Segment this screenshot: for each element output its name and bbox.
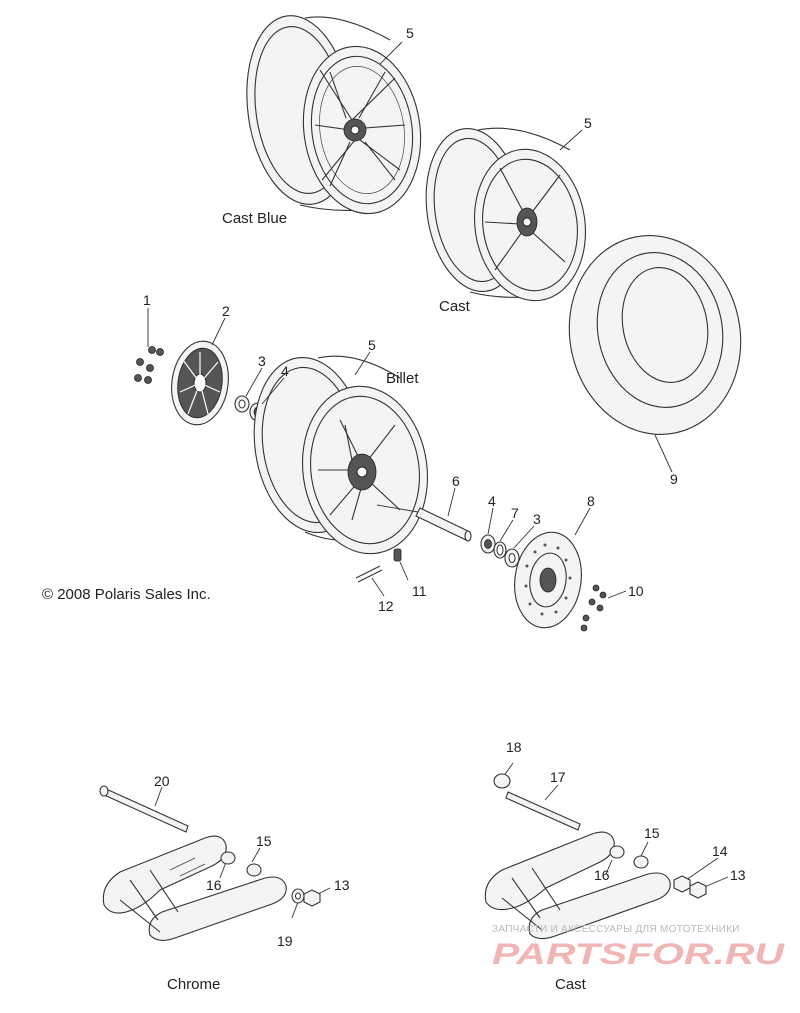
bearing-4-right bbox=[480, 534, 496, 554]
cast-swingarm bbox=[484, 831, 671, 940]
chrome-swingarm bbox=[102, 835, 287, 941]
callout-12: 12 bbox=[378, 598, 394, 614]
sprocket bbox=[171, 340, 229, 426]
label-cast: Cast bbox=[439, 298, 471, 315]
disc-bolts-10 bbox=[580, 584, 607, 632]
watermark: ЗАПЧАСТИ И АКСЕССУАРЫ ДЛЯ МОТОТЕХНИКИ PA… bbox=[492, 924, 786, 971]
label-cast-swingarm: Cast bbox=[555, 976, 587, 993]
brake-disc-8 bbox=[514, 531, 582, 629]
leader-lines bbox=[147, 41, 729, 919]
callout-5: 5 bbox=[368, 337, 376, 353]
cast-cap-18 bbox=[493, 773, 511, 789]
callout-10: 10 bbox=[628, 583, 644, 599]
callout-5: 5 bbox=[584, 115, 592, 131]
cast-nut-14 bbox=[673, 875, 691, 893]
billet-wheel bbox=[253, 355, 429, 555]
weight-12 bbox=[355, 565, 383, 583]
label-cast-blue: Cast Blue bbox=[222, 210, 287, 227]
callout-3: 3 bbox=[533, 511, 541, 527]
callout-5: 5 bbox=[406, 25, 414, 41]
callout-13: 13 bbox=[334, 877, 350, 893]
valve-stem-11 bbox=[393, 548, 402, 562]
callout-19: 19 bbox=[277, 933, 293, 949]
callout-16: 16 bbox=[594, 867, 610, 883]
chrome-bushing-15 bbox=[246, 863, 262, 877]
callouts: 5 5 1 2 5 3 4 9 6 8 4 7 3 10 11 12 20 15… bbox=[143, 25, 746, 949]
cast-wheel bbox=[425, 127, 587, 302]
callout-13: 13 bbox=[730, 867, 746, 883]
label-billet: Billet bbox=[386, 370, 419, 387]
callout-3: 3 bbox=[258, 353, 266, 369]
watermark-brand: PARTSFOR.RU bbox=[492, 938, 786, 971]
label-chrome: Chrome bbox=[167, 976, 220, 993]
callout-9: 9 bbox=[670, 471, 678, 487]
callout-1: 1 bbox=[143, 292, 151, 308]
ring-7 bbox=[493, 541, 507, 559]
callout-15: 15 bbox=[644, 825, 660, 841]
chrome-washer-19 bbox=[291, 888, 305, 904]
cast-bushing-15 bbox=[633, 855, 649, 869]
cast-spacer-16 bbox=[609, 845, 625, 859]
sprocket-bolts bbox=[134, 346, 164, 384]
callout-15: 15 bbox=[256, 833, 272, 849]
spacer-3-right bbox=[504, 548, 520, 568]
cast-nut-13 bbox=[689, 881, 707, 899]
callout-2: 2 bbox=[222, 303, 230, 319]
callout-4: 4 bbox=[488, 493, 496, 509]
callout-4: 4 bbox=[281, 363, 289, 379]
cast-axle-17 bbox=[505, 791, 581, 831]
tire bbox=[568, 235, 742, 435]
callout-16: 16 bbox=[206, 877, 222, 893]
axle-6 bbox=[415, 507, 472, 542]
chrome-axle-20 bbox=[99, 785, 189, 833]
callout-17: 17 bbox=[550, 769, 566, 785]
callout-18: 18 bbox=[506, 739, 522, 755]
callout-20: 20 bbox=[154, 773, 170, 789]
watermark-tagline: ЗАПЧАСТИ И АКСЕССУАРЫ ДЛЯ МОТОТЕХНИКИ bbox=[492, 924, 740, 935]
captions: Cast Blue Cast Billet © 2008 Polaris Sal… bbox=[42, 210, 587, 993]
callout-7: 7 bbox=[511, 505, 519, 521]
callout-8: 8 bbox=[587, 493, 595, 509]
callout-14: 14 bbox=[712, 843, 728, 859]
chrome-nut-13 bbox=[303, 889, 321, 907]
copyright: © 2008 Polaris Sales Inc. bbox=[42, 586, 211, 603]
callout-11: 11 bbox=[412, 583, 427, 599]
chrome-spacer-16 bbox=[220, 851, 236, 865]
callout-6: 6 bbox=[452, 473, 460, 489]
cast-blue-wheel bbox=[246, 15, 422, 215]
spacer-3 bbox=[234, 395, 250, 413]
